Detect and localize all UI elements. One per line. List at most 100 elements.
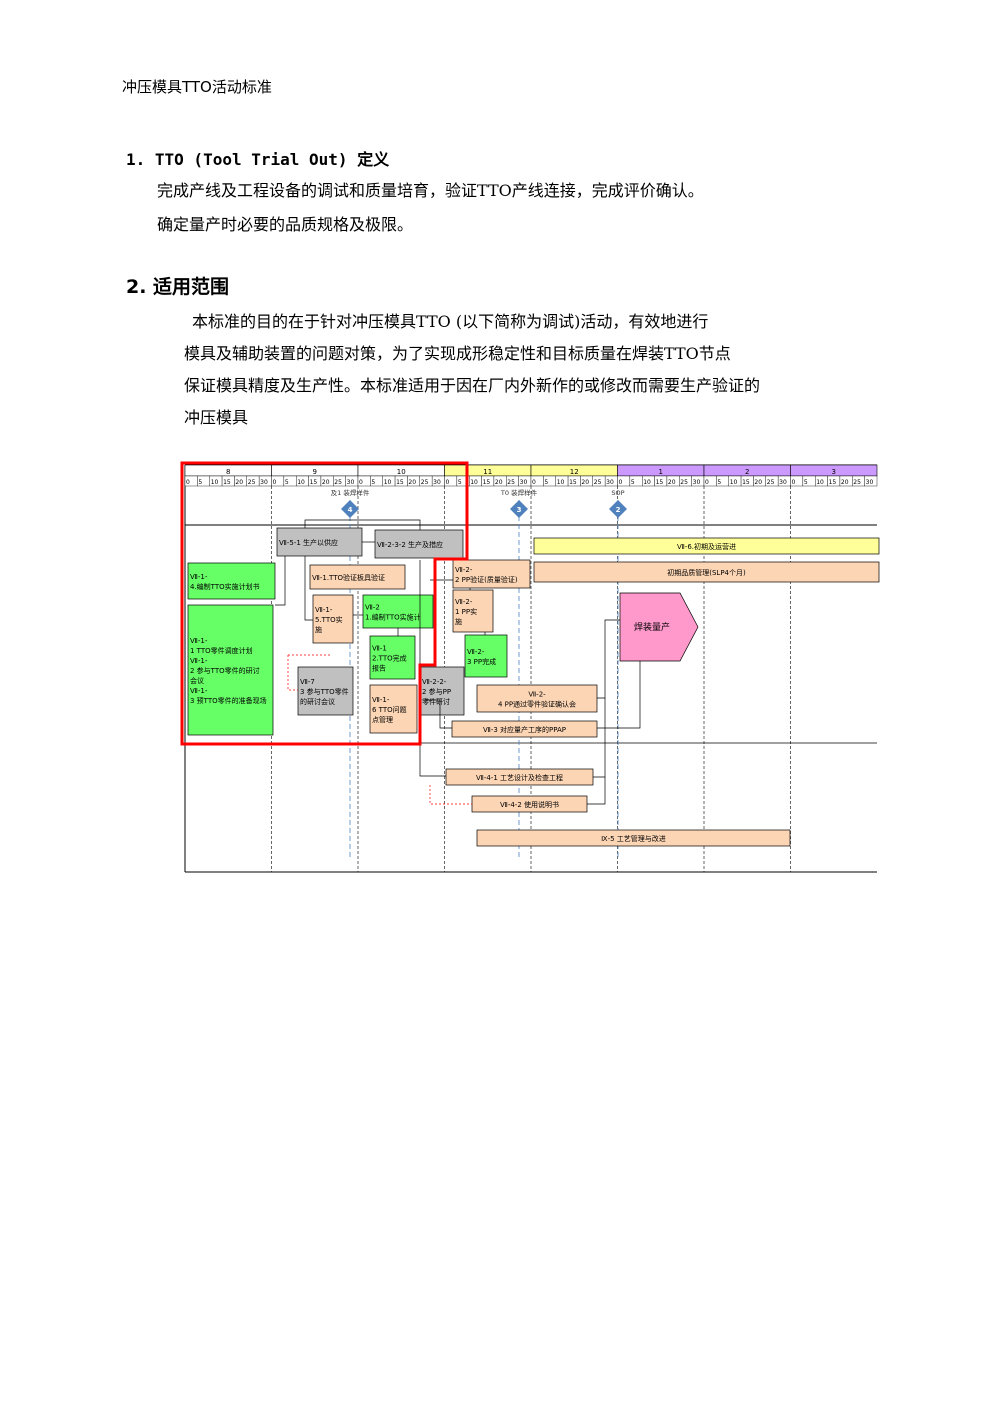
process-box-b10 [362, 594, 434, 629]
process-box-b14 [464, 634, 508, 678]
day-label: 0 [186, 479, 190, 486]
day-label: 20 [408, 479, 416, 486]
day-label: 10 [470, 479, 478, 486]
month-label: 9 [313, 468, 317, 476]
process-box-text: Ⅶ-4-2 使用说明书 [500, 800, 559, 809]
day-label: 0 [619, 479, 623, 486]
process-box-b13 [369, 635, 416, 680]
day-label: 5 [804, 479, 808, 486]
connector-line [597, 661, 641, 729]
day-label: 10 [384, 479, 392, 486]
process-box-text: Ⅶ-6.初期及运营进 [677, 542, 736, 551]
day-label: 25 [594, 479, 602, 486]
process-box-b16 [419, 666, 465, 716]
day-label: 5 [285, 479, 289, 486]
day-label: 0 [532, 479, 536, 486]
month-label: 12 [570, 468, 579, 476]
section-2-line-1: 本标准的目的在于针对冲压模具TTO (以下简称为调试)活动，有效地进行 [192, 312, 709, 331]
day-label: 30 [433, 479, 441, 486]
connector-line [597, 619, 620, 699]
day-label: 10 [557, 479, 565, 486]
month-label: 11 [483, 468, 492, 476]
day-label: 25 [767, 479, 775, 486]
connector-line [304, 519, 421, 530]
process-box-text: Ⅶ-7 [300, 678, 315, 686]
connector-line [275, 556, 286, 606]
day-label: 10 [730, 479, 738, 486]
process-box-text: 的研讨会议 [300, 697, 335, 706]
day-label: 30 [347, 479, 355, 486]
day-label: 30 [260, 479, 268, 486]
process-box-text: 初期品质管理(SLP4个月) [667, 568, 746, 577]
process-box-b4 [187, 562, 276, 600]
process-box-text: 2.TTO完成 [372, 654, 407, 663]
process-box-text: 2 PP验证(质量验证) [455, 575, 518, 584]
day-label: 30 [779, 479, 787, 486]
process-box-text: Ⅶ-5-1 生产以供应 [279, 538, 338, 547]
day-label: 25 [421, 479, 429, 486]
process-box-text: Ⅶ-2- [455, 598, 473, 606]
section-1-line-2: 确定量产时必要的品质规格及极限。 [157, 215, 414, 234]
day-label: 30 [520, 479, 528, 486]
process-box-b11 [452, 589, 494, 633]
red-dotted-connector [429, 785, 472, 805]
day-label: 15 [396, 479, 404, 486]
day-label: 5 [717, 479, 721, 486]
day-label: 15 [483, 479, 491, 486]
process-box-text: 1 TTO零件调度计划 [190, 646, 253, 655]
process-box-text: Ⅶ-2- [467, 648, 485, 656]
process-box-b18 [369, 684, 418, 734]
day-label: 5 [544, 479, 548, 486]
section-1-line-1: 完成产线及工程设备的调试和质量培育，验证TTO产线连接，完成评价确认。 [157, 181, 704, 200]
process-box-text: Ⅶ-3 对应量产工序的PPAP [483, 725, 566, 734]
day-label: 30 [866, 479, 874, 486]
milestone-diamond [609, 500, 627, 518]
month-label: 8 [226, 468, 230, 476]
day-label: 25 [248, 479, 256, 486]
process-box-b6 [452, 559, 531, 589]
day-label: 0 [273, 479, 277, 486]
day-label: 20 [754, 479, 762, 486]
milestone-label: SOP [611, 489, 624, 497]
day-label: 5 [198, 479, 202, 486]
process-box-b8 [187, 604, 274, 736]
process-box-text: 报告 [372, 664, 386, 673]
process-box-text: Ⅶ-2-2- [422, 678, 447, 686]
process-box-text: 3 参与TTO零件 [300, 687, 349, 696]
process-box-b3 [533, 537, 880, 555]
milestone-number: 3 [517, 506, 522, 514]
section-2-line-3: 保证模具精度及生产性。本标准适用于因在厂内外新作的或修改而需要生产验证的 [184, 376, 761, 395]
milestone-number: 4 [348, 506, 353, 514]
process-box-text: 施 [315, 625, 322, 634]
month-label: 3 [832, 468, 836, 476]
process-box-text: 6 TTO问题 [372, 706, 407, 714]
process-box-text: Ⅶ-2-3-2 生产及措应 [377, 540, 443, 549]
section-2-line-4: 冲压模具 [184, 408, 249, 427]
process-box-text: Ⅶ-1- [372, 696, 390, 704]
process-box-text: Ⅶ-1- [190, 657, 208, 665]
process-box-b12 [619, 592, 699, 662]
process-box-text: Ⅶ-1- [190, 637, 208, 645]
process-box-text: Ⅶ-1.TTO验证板具验证 [312, 573, 385, 582]
day-label: 5 [371, 479, 375, 486]
red-dotted-connector [287, 655, 298, 691]
day-label: 15 [569, 479, 577, 486]
day-label: 5 [458, 479, 462, 486]
tto-scope-highlight [180, 461, 469, 746]
day-label: 20 [668, 479, 676, 486]
day-label: 10 [643, 479, 651, 486]
process-box-b1 [276, 527, 363, 557]
day-label: 25 [507, 479, 515, 486]
month-label: 10 [397, 468, 406, 476]
day-label: 10 [297, 479, 305, 486]
milestone-label: 及1 装焊样件 [331, 488, 370, 497]
process-box-text: 会议 [190, 676, 204, 685]
process-box-text: 4 PP通过零件验证确认会 [498, 700, 576, 709]
day-label: 20 [841, 479, 849, 486]
section-1-heading: 1. TTO (Tool Trial Out) 定义 [126, 150, 390, 169]
day-label: 0 [792, 479, 796, 486]
section-2-heading: 2. 适用范围 [126, 276, 230, 298]
process-box-b9 [312, 594, 354, 644]
connector-line [425, 699, 452, 729]
